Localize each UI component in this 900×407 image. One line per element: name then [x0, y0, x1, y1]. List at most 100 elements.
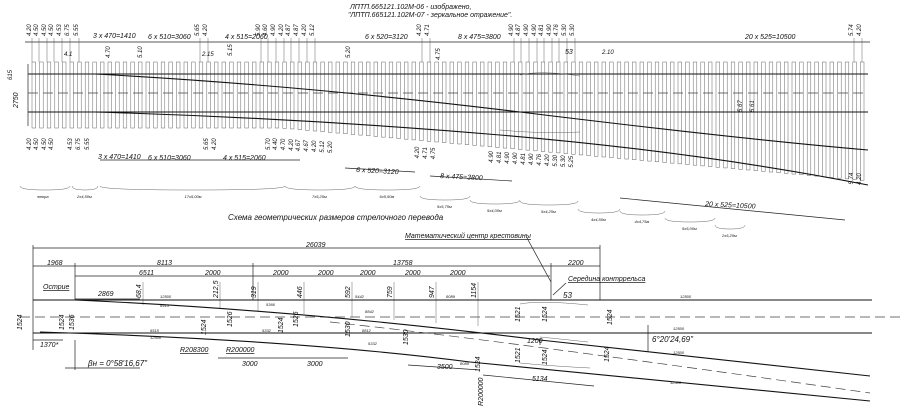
- sleeper: [586, 61, 591, 156]
- sleeper: [191, 61, 196, 129]
- top-mark-4-70: 4.70: [106, 46, 112, 58]
- sleeper: [381, 61, 386, 138]
- top-mark-5-15: 5.15: [228, 44, 234, 56]
- dim-2200: 2200: [567, 260, 584, 267]
- sleeper: [77, 61, 82, 129]
- sleeper: [84, 61, 90, 129]
- sleeper: [761, 61, 766, 172]
- dim-2000: 2000: [359, 270, 376, 277]
- sleeper: [320, 61, 325, 132]
- sleeper: [685, 61, 690, 165]
- sleeper: [31, 61, 36, 129]
- top-spacing-label: 4.20: [203, 24, 209, 36]
- rail-length-label: 6515: [160, 303, 170, 308]
- sleeper: [290, 61, 295, 130]
- header-note-1: ЛПТП.665121.102М-06 - изображено,: [349, 3, 471, 11]
- sleeper: [487, 61, 492, 147]
- sleeper: [525, 61, 530, 151]
- bottom-spacing-label: 5.30: [553, 154, 559, 166]
- sleeper: [700, 61, 705, 167]
- sleeper: [738, 61, 743, 170]
- bottom-spacing-label: 4.20: [289, 138, 295, 150]
- radius-208300: R208300: [180, 347, 209, 354]
- rail-length-label: 8812: [362, 328, 372, 333]
- sleeper: [153, 61, 158, 129]
- sleeper: [267, 61, 272, 129]
- top-spacing-label: 5.12: [310, 24, 316, 36]
- brace-label: 5x4,25м: [541, 209, 556, 214]
- dim-2869: 2869: [97, 291, 114, 298]
- ordinate-label: 947: [429, 285, 436, 298]
- sleeper: [145, 61, 150, 129]
- sleeper: [632, 61, 637, 160]
- sleeper: [480, 61, 485, 147]
- bottom-spacing-label: 4.20: [27, 138, 33, 150]
- sleeper: [168, 61, 173, 129]
- rail-length-label: 12500: [670, 380, 682, 385]
- sleeper: [571, 61, 576, 155]
- top-mark-2-15: 2.15: [201, 52, 214, 58]
- bottom-spacing-label: 6.75: [76, 138, 82, 150]
- sleeper: [122, 61, 128, 129]
- top-spacing-label: 4.53: [57, 24, 63, 36]
- ordinate-label: 68,4: [136, 284, 143, 298]
- gauge-label: 1524: [17, 314, 24, 330]
- rail-length-label: 5332: [262, 328, 272, 333]
- schema-title: Схема геометрических размеров стрелочног…: [228, 213, 444, 222]
- brace: [619, 210, 666, 216]
- brace: [354, 185, 421, 191]
- top-spacing-label: 5.90: [256, 24, 262, 36]
- rail-length-label: 12500: [673, 350, 685, 355]
- top-spacing-label: 4.50: [49, 24, 55, 36]
- bottom-spacing-label: 5.70: [266, 138, 272, 150]
- sleeper: [692, 61, 698, 166]
- top-spacing-label: 4.71: [425, 24, 431, 36]
- ordinate-label: 759: [387, 286, 394, 298]
- dim-3500: 3500: [437, 364, 453, 371]
- radius-200000-b: R200000: [478, 377, 485, 406]
- plan-rails: [27, 64, 869, 186]
- bottom-spacing-label: 4.90: [529, 153, 535, 165]
- sleeper: [806, 61, 812, 176]
- rail-length-label: 8089: [446, 294, 456, 299]
- gauge-label: 1521: [515, 306, 522, 322]
- plan-width-615: 615: [8, 69, 14, 80]
- sleeper: [198, 61, 204, 129]
- gauge-label: 1530: [403, 329, 410, 345]
- rail-length-label: 12500: [673, 326, 685, 331]
- sleeper: [229, 61, 234, 129]
- sleeper: [176, 61, 181, 129]
- top-spacing-label: 5.30: [570, 24, 576, 36]
- bottom-group-2: 6 x 510=3060: [148, 155, 191, 162]
- bottom-spacing-label: 5.12: [320, 140, 326, 152]
- sleeper: [54, 61, 59, 129]
- ordinate-label: 1154: [471, 283, 478, 298]
- sleeper: [160, 61, 166, 129]
- sleeper: [502, 61, 508, 149]
- checkrail-middle-label: Середина контррельса: [568, 275, 645, 283]
- sleeper: [601, 61, 606, 158]
- sleeper: [556, 61, 561, 154]
- top-spacing-label: 4.87: [286, 24, 292, 36]
- top-spacing-label: 4.20: [302, 24, 308, 36]
- dim-2000: 2000: [449, 270, 466, 277]
- sleeper: [138, 61, 143, 129]
- dim-1200: 1200: [527, 338, 543, 345]
- top-spacing-label: 4.81: [539, 24, 545, 36]
- dim-total: 26039: [305, 242, 326, 249]
- bottom-spacing-label: 4.81: [497, 152, 503, 164]
- sleeper: [746, 61, 751, 171]
- sleeper: [396, 61, 401, 139]
- bottom-spacing-label: 4.20: [415, 146, 421, 158]
- sleeper: [46, 61, 52, 129]
- bottom-spacing-label: 5.25: [569, 155, 575, 167]
- dim-6511: 6511: [139, 270, 154, 277]
- dim-2000: 2000: [317, 270, 334, 277]
- brace-label: 5x4,00м: [487, 208, 502, 213]
- sleeper: [100, 61, 105, 129]
- sleeper: [39, 61, 44, 129]
- bottom-spacing-label: 4.20: [857, 173, 863, 185]
